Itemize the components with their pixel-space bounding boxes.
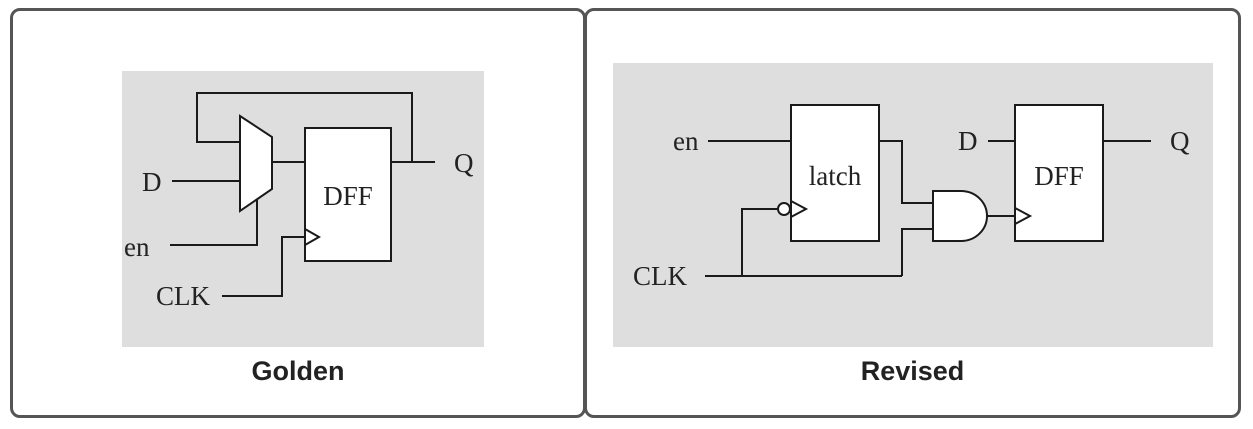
revised-d-label: D — [958, 126, 978, 156]
revised-q-label: Q — [1170, 126, 1190, 156]
revised-clk-to-latch-wire — [741, 208, 778, 276]
revised-and-gate — [932, 190, 988, 242]
revised-dff-label: DFF — [1034, 161, 1084, 191]
golden-clk-wire — [222, 236, 305, 297]
revised-latch-clock-triangle — [790, 200, 809, 218]
revised-latch-block — [790, 104, 880, 242]
golden-d-label: D — [142, 167, 162, 197]
golden-dff-label: DFF — [323, 181, 373, 211]
revised-latch-to-and-wire — [879, 140, 933, 204]
golden-dff-block — [304, 127, 392, 262]
golden-en-wire — [170, 199, 258, 246]
golden-circuit-diagram: DFF D en CLK Q — [124, 92, 474, 311]
revised-circuit-figure: latch DFF en CLK D Q — [613, 63, 1213, 347]
revised-panel: latch DFF en CLK D Q Revised — [584, 8, 1241, 418]
golden-panel: DFF D en CLK Q Golden — [10, 8, 586, 418]
golden-circuit-figure: DFF D en CLK Q — [122, 71, 484, 347]
golden-clock-triangle — [304, 228, 322, 246]
revised-dff-block — [1014, 104, 1104, 242]
revised-circuit-diagram: latch DFF en CLK D Q — [633, 104, 1190, 291]
revised-en-label: en — [673, 126, 699, 156]
revised-clk-to-and-wire — [901, 228, 933, 276]
golden-mux — [239, 114, 273, 213]
golden-caption: Golden — [251, 356, 345, 386]
revised-clk-label: CLK — [633, 261, 688, 291]
revised-caption: Revised — [860, 356, 965, 386]
golden-clk-label: CLK — [156, 281, 211, 311]
golden-feedback-wire — [196, 92, 413, 162]
revised-dff-clock-triangle — [1014, 207, 1033, 225]
revised-latch-label: latch — [809, 161, 862, 191]
revised-latch-inversion-bubble — [777, 202, 791, 216]
golden-en-label: en — [124, 232, 150, 262]
golden-q-label: Q — [454, 148, 474, 178]
